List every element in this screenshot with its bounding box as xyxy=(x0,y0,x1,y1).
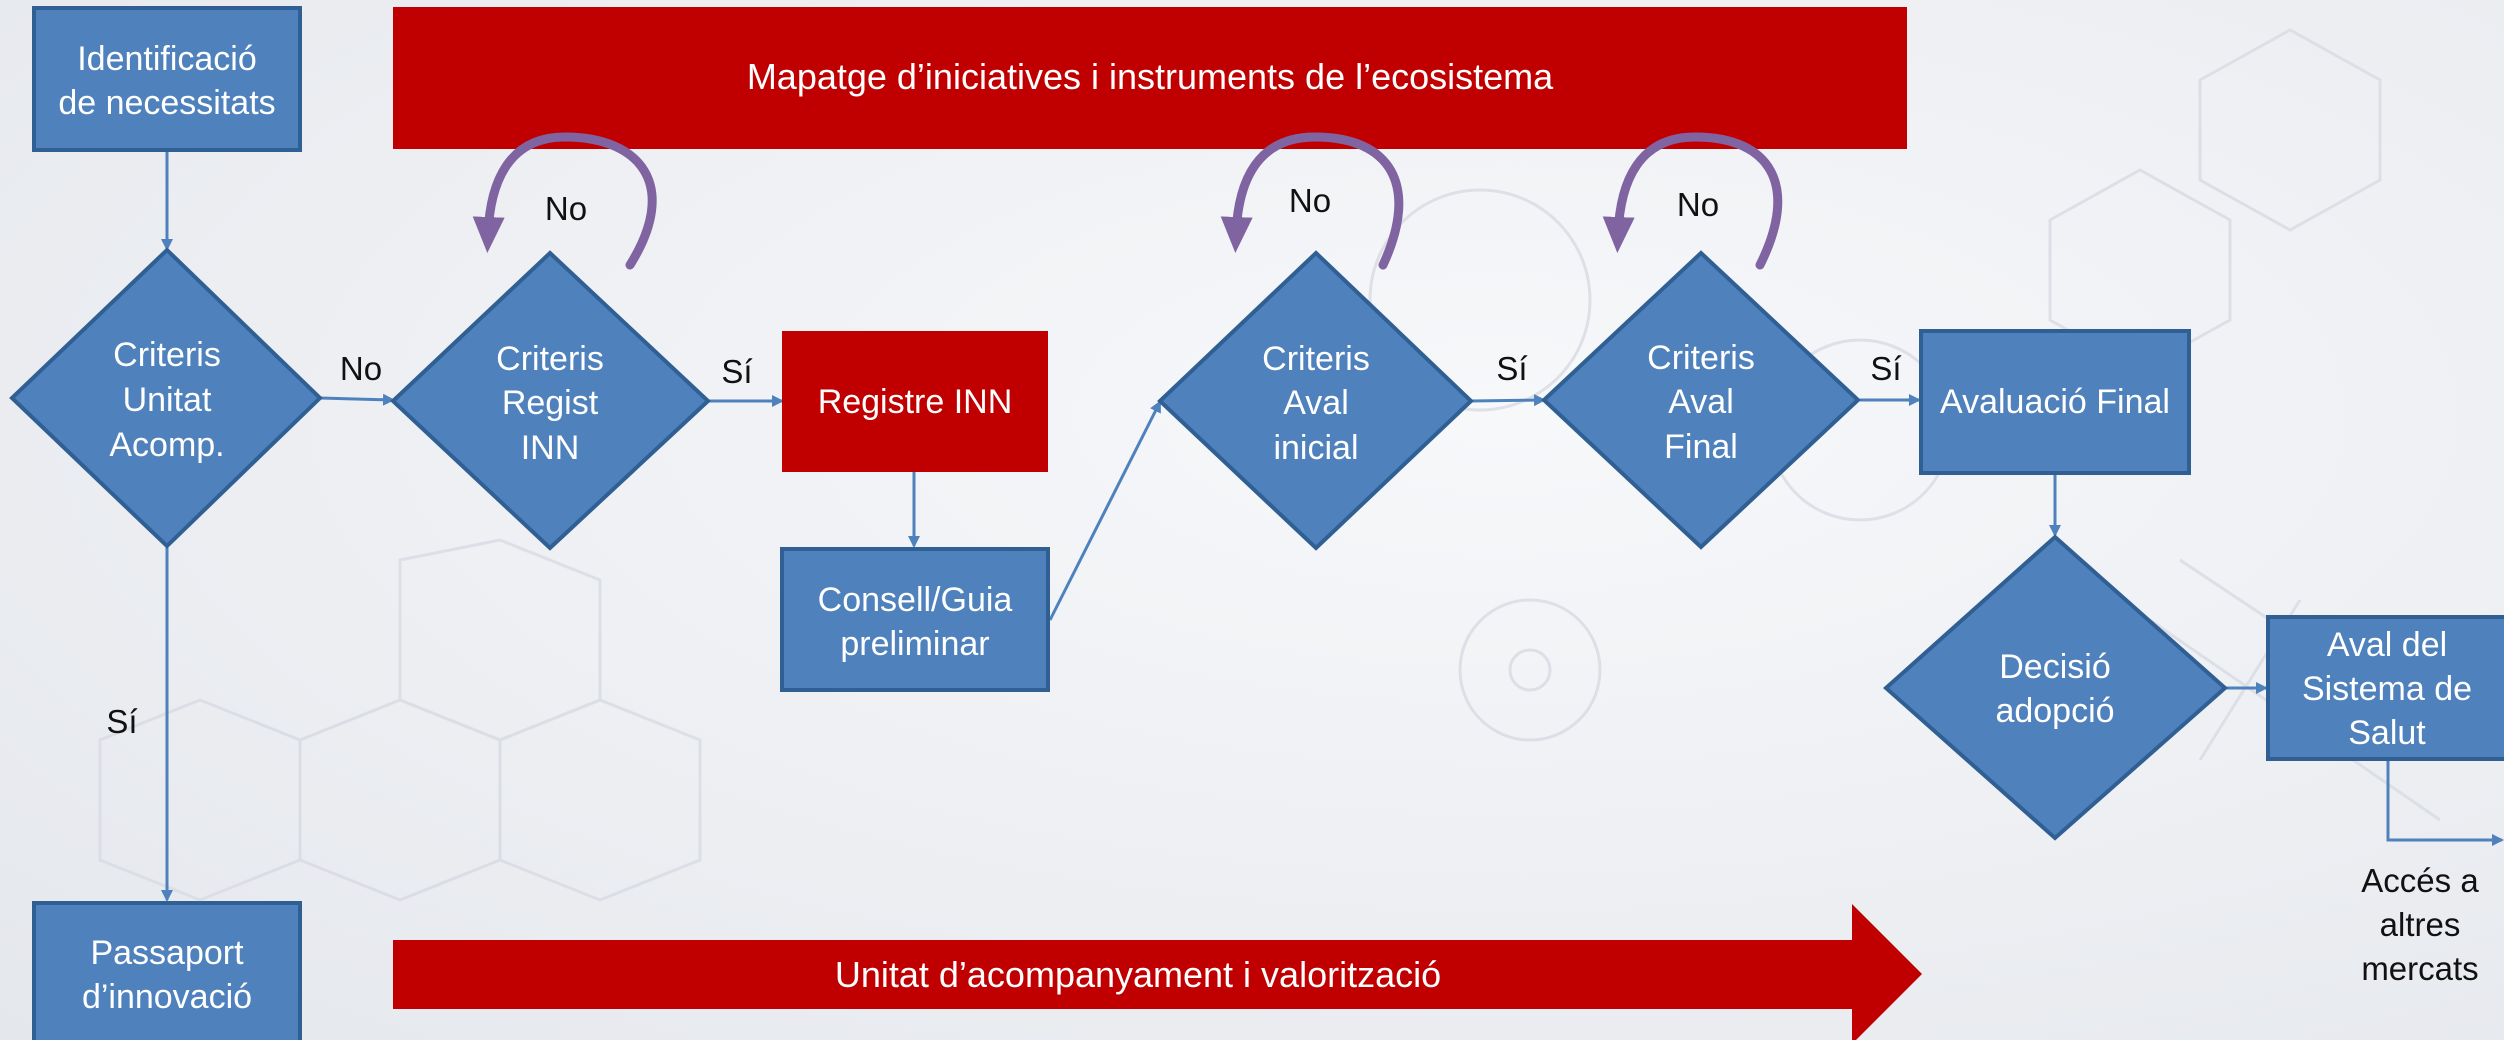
loops xyxy=(472,132,1783,270)
node-acces-mercats-line2: altres xyxy=(2380,906,2461,943)
edge-unitat-to-regist xyxy=(319,393,395,406)
node-criteris-regist: Criteris Regist INN xyxy=(390,250,711,551)
node-criteris-aval-final-line2: Aval xyxy=(1668,383,1734,421)
node-acces-mercats-line3: mercats xyxy=(2361,950,2478,987)
node-criteris-aval-final: Criteris Aval Final xyxy=(1541,250,1861,550)
node-passaport-line1: Passaport xyxy=(90,934,244,972)
label-unitat-no: No xyxy=(340,350,382,387)
label-aval-final-si: Sí xyxy=(1870,350,1901,387)
node-criteris-regist-line2: Regist xyxy=(502,384,599,422)
loop-aval-inicial-no xyxy=(1220,132,1404,270)
connectors xyxy=(161,152,2504,902)
node-aval-sistema-line1: Aval del xyxy=(2327,626,2447,664)
edge-aval-inicial-to-aval-final xyxy=(1470,394,1546,407)
node-registre-inn: Registre INN xyxy=(782,331,1048,472)
top-banner: Mapatge d’iniciatives i instruments de l… xyxy=(393,7,1907,149)
node-registre-inn-line1: Registre INN xyxy=(818,383,1013,421)
node-identificacio-line2: de necessitats xyxy=(58,84,275,122)
node-aval-sistema: Aval del Sistema de Salut xyxy=(2266,615,2504,761)
loop-regist-no xyxy=(472,132,657,270)
node-criteris-unitat-line1: Criteris xyxy=(113,336,221,374)
bottom-banner-arrow: Unitat d’acompanyament i valorització xyxy=(393,904,1922,1040)
loop-aval-final-no xyxy=(1602,132,1783,270)
node-criteris-unitat-line3: Acomp. xyxy=(109,426,224,464)
node-criteris-aval-inicial-line1: Criteris xyxy=(1262,340,1370,378)
bottom-banner-text: Unitat d’acompanyament i valorització xyxy=(835,954,1441,995)
node-avaluacio-final: Avaluació Final xyxy=(1919,329,2191,475)
label-aval-inicial-loop-no: No xyxy=(1289,182,1331,219)
node-criteris-regist-line1: Criteris xyxy=(496,340,604,378)
node-criteris-aval-final-line1: Criteris xyxy=(1647,339,1755,377)
node-identificacio-line1: Identificació xyxy=(77,40,257,78)
node-criteris-unitat-line2: Unitat xyxy=(123,381,212,419)
top-banner-text: Mapatge d’iniciatives i instruments de l… xyxy=(747,56,1554,97)
node-aval-sistema-line2: Sistema de xyxy=(2302,670,2472,708)
node-decisio-adopcio-line2: adopció xyxy=(1995,692,2114,730)
node-criteris-aval-inicial-line3: inicial xyxy=(1273,429,1358,467)
label-unitat-si: Sí xyxy=(106,703,137,740)
node-criteris-regist-line3: INN xyxy=(521,429,580,467)
label-aval-inicial-si: Sí xyxy=(1496,350,1527,387)
node-avaluacio-final-line1: Avaluació Final xyxy=(1940,383,2170,421)
node-criteris-aval-inicial-line2: Aval xyxy=(1283,384,1349,422)
node-consell-guia-line2: preliminar xyxy=(840,625,989,663)
node-criteris-unitat: Criteris Unitat Acomp. xyxy=(9,247,323,549)
label-aval-final-loop-no: No xyxy=(1677,186,1719,223)
node-identificacio: Identificació de necessitats xyxy=(32,6,302,152)
node-decisio-adopcio-line1: Decisió xyxy=(1999,648,2110,686)
edge-consell-to-aval-inicial xyxy=(1048,400,1162,621)
node-passaport-line2: d’innovació xyxy=(82,978,252,1016)
node-acces-mercats-line1: Accés a xyxy=(2361,862,2479,899)
label-regist-si: Sí xyxy=(721,353,752,390)
node-consell-guia-line1: Consell/Guia xyxy=(818,581,1013,619)
node-passaport: Passaport d’innovació xyxy=(32,901,302,1040)
edge-aval-sistema-to-acces xyxy=(2386,760,2504,846)
node-consell-guia: Consell/Guia preliminar xyxy=(780,547,1050,692)
label-regist-loop-no: No xyxy=(545,190,587,227)
node-acces-mercats: Accés a altres mercats xyxy=(2361,862,2479,987)
node-decisio-adopcio: Decisió adopció xyxy=(1882,534,2229,841)
node-aval-sistema-line3: Salut xyxy=(2348,714,2426,752)
node-criteris-aval-final-line3: Final xyxy=(1664,428,1738,466)
node-criteris-aval-inicial: Criteris Aval inicial xyxy=(1157,250,1474,551)
edge-labels: No Sí Sí No Sí No Sí No xyxy=(106,182,1901,740)
